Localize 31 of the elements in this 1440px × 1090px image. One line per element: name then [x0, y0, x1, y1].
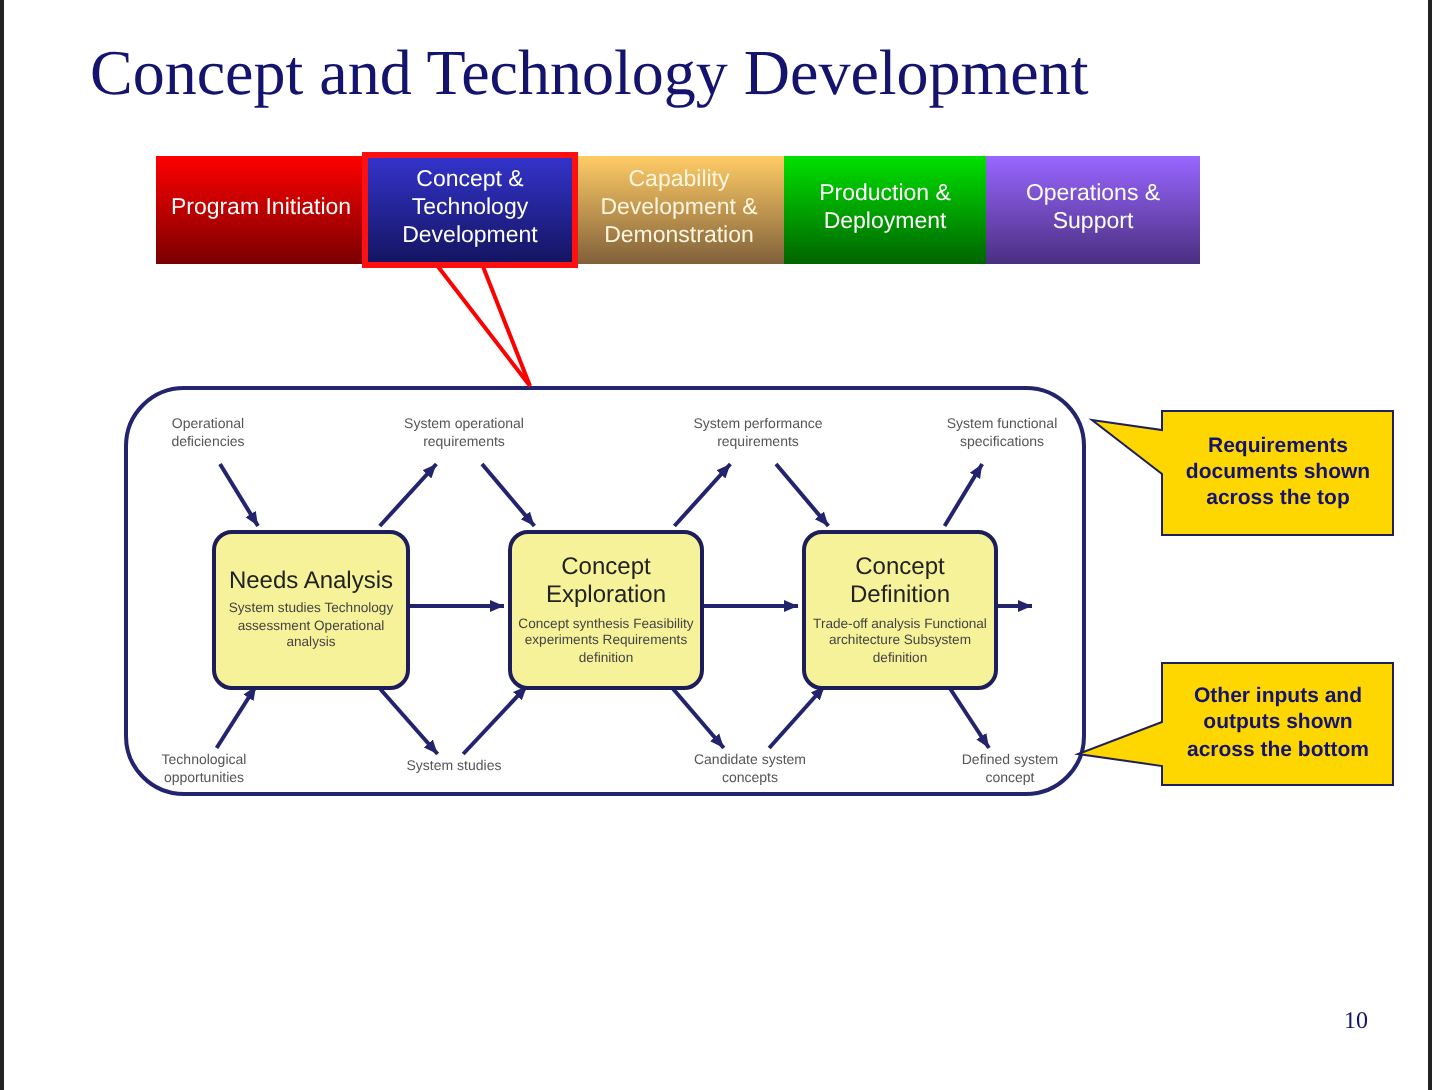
callout-box: Other inputs and outputs shown across the bottom	[1078, 662, 1394, 786]
arrow	[672, 462, 732, 528]
arrow	[480, 462, 536, 528]
arrow	[700, 600, 798, 612]
arrow	[669, 684, 726, 750]
arrow	[406, 600, 504, 612]
slide-title: Concept and Technology Development	[90, 36, 1089, 110]
step-title: Concept Exploration	[543, 551, 669, 610]
phase-bar: Capability Development & Demonstration	[574, 156, 784, 264]
arrow	[378, 462, 438, 528]
phase-bar: Concept & Technology Development	[366, 156, 574, 264]
step-title: Needs Analysis	[228, 566, 394, 595]
arrow	[774, 462, 830, 528]
process-box	[802, 530, 998, 690]
arrow	[214, 684, 258, 750]
arrow	[218, 462, 260, 528]
arrow	[767, 684, 827, 750]
callout-box: Requirements documents shown across the top	[1092, 410, 1394, 536]
process-box	[212, 530, 410, 690]
arrow	[376, 684, 440, 756]
step-title: Concept Definition	[847, 551, 953, 610]
arrow	[994, 600, 1032, 612]
process-panel	[124, 386, 1086, 796]
process-box	[508, 530, 704, 690]
phase-bar: Operations & Support	[986, 156, 1200, 264]
arrow	[461, 684, 529, 756]
phase-bar: Program Initiation	[156, 156, 366, 264]
arrow	[942, 462, 984, 528]
arrow	[946, 684, 991, 750]
page-number: 10	[1344, 1006, 1368, 1036]
phase-bar: Production & Deployment	[784, 156, 986, 264]
